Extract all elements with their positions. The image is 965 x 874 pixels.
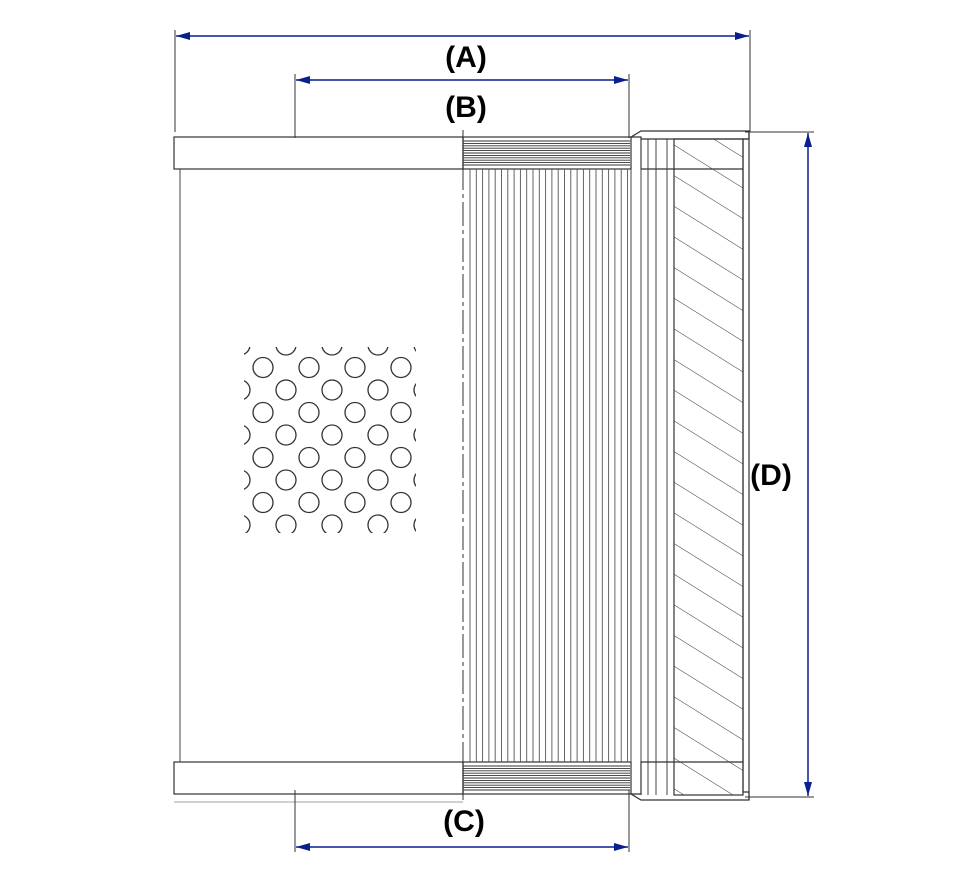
perforation-hole [253, 538, 273, 558]
bottom-cap-grooves [463, 765, 630, 791]
hatched-core-section [673, 138, 744, 796]
perforation-hole [298, 356, 320, 379]
perforation-hole [207, 538, 227, 558]
perforation-hole [344, 446, 366, 469]
cross-section-view [628, 130, 750, 801]
perforation-hole [344, 356, 366, 379]
perforation-hole [298, 401, 320, 424]
perforation-hole [413, 427, 416, 443]
dimension-c: (C) [294, 790, 630, 852]
dimension-d-label: (D) [750, 459, 792, 492]
bottom-end-cap-left [173, 761, 464, 795]
outer-tube-view [173, 136, 464, 803]
perforation-hole [244, 425, 251, 445]
perforation-hole [184, 335, 204, 355]
perforation-hole [184, 380, 204, 400]
perforation-hole [299, 538, 319, 558]
perforation-hole [275, 514, 297, 533]
perforation-hole [413, 472, 416, 488]
dimension-d: (D) [745, 131, 814, 798]
perforation-hole [413, 382, 416, 398]
perforation-hole [437, 493, 457, 513]
dimension-b: (B) [294, 74, 630, 138]
perforation-hole [344, 491, 366, 514]
perforation-hole [367, 379, 389, 401]
perforation-hole [244, 515, 251, 533]
perforation-hole [321, 347, 343, 356]
perforation-hole [275, 424, 297, 446]
dimension-a-label: (A) [445, 41, 487, 74]
perforation-hole [437, 358, 457, 378]
perforation-hole [252, 401, 274, 424]
perforation-hole [207, 403, 227, 423]
perforation-hole [252, 356, 274, 379]
perforation-hole [437, 403, 457, 423]
top-cap-grooves [463, 140, 630, 166]
perforation-hole [321, 424, 343, 446]
perforation-hole [207, 448, 227, 468]
perforation-hole [207, 493, 227, 513]
top-end-cap-left [173, 136, 464, 170]
perforation-hole [391, 538, 411, 558]
perforation-hole [390, 446, 412, 469]
perforation-hole [275, 347, 297, 356]
perforation-hole [344, 401, 366, 424]
section-bottom-cap [628, 761, 750, 801]
pleated-media-view [462, 130, 632, 800]
pleat-lines [469, 169, 628, 762]
dimension-a: (A) [174, 30, 751, 132]
perforation-hole [244, 380, 251, 400]
perforation-hole [275, 469, 297, 491]
perforation-hole [367, 469, 389, 491]
perforation-hole [298, 491, 320, 514]
perforation-hole [207, 358, 227, 378]
perforation-hole [437, 448, 457, 468]
perforation-hole [437, 538, 457, 558]
perforation-hole [413, 517, 416, 533]
perforation-hole [244, 347, 251, 355]
perforation-hole [298, 446, 320, 469]
perforation-hole [184, 515, 204, 535]
perforation-hole [390, 356, 412, 379]
perforation-hole [367, 424, 389, 446]
perforation-pattern [184, 335, 457, 558]
perforation-hole [390, 491, 412, 514]
perforation-hole [244, 470, 251, 490]
perforation-hole [321, 379, 343, 401]
perforation-hole [321, 469, 343, 491]
perforation-hole [184, 470, 204, 490]
dimension-b-label: (B) [445, 91, 487, 124]
perforation-hole [390, 401, 412, 424]
perforation-hole [367, 347, 389, 356]
dimension-c-label: (C) [443, 805, 485, 838]
perforation-hole [321, 514, 343, 533]
perforation-hole [367, 514, 389, 533]
perforation-hole [345, 538, 365, 558]
perforation-hole [252, 491, 274, 514]
perforation-hole [252, 446, 274, 469]
perforation-hole [184, 425, 204, 445]
perforation-hole [413, 347, 416, 353]
perforation-hole [275, 379, 297, 401]
